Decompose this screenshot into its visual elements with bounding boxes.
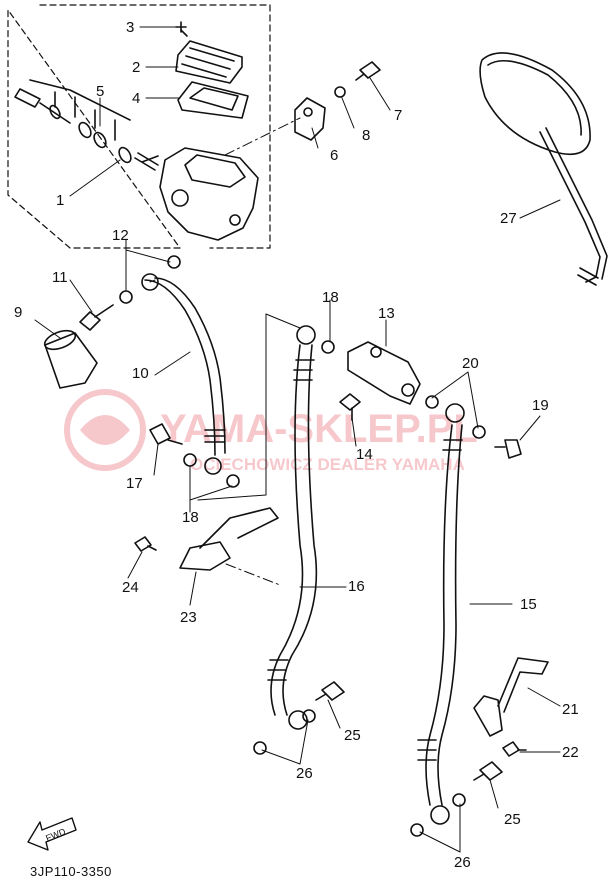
callout-19: 19 <box>532 397 549 414</box>
holder-part-6 <box>294 97 326 141</box>
washer-part-18b <box>226 474 240 488</box>
reservoir-cap-part-2 <box>175 40 243 84</box>
bolt-part-24 <box>134 536 157 552</box>
callout-11: 11 <box>52 269 68 286</box>
washer-part-18c <box>321 340 335 354</box>
washer-part-26d <box>452 793 466 807</box>
diagram-code: 3JP110-3350 <box>30 864 112 879</box>
fwd-label: FWD <box>44 826 67 843</box>
callout-16: 16 <box>348 578 365 595</box>
watermark-subtitle: OCIECHOWICZ DEALER YAMAHA <box>190 455 465 474</box>
clamp-part-23 <box>179 507 279 571</box>
washer-part-20b <box>472 425 486 439</box>
boot-part-9 <box>43 329 98 389</box>
leader-lines <box>34 26 561 853</box>
callout-25-left: 25 <box>344 727 361 744</box>
callout-15: 15 <box>520 596 537 613</box>
callout-3: 3 <box>126 19 135 36</box>
callout-26-right: 26 <box>454 854 471 871</box>
washer-part-26a <box>253 741 267 755</box>
callout-8: 8 <box>362 127 371 144</box>
bracket-part-21 <box>473 657 549 737</box>
callout-5: 5 <box>96 83 105 100</box>
callout-18-top: 18 <box>322 289 339 306</box>
callout-12: 12 <box>112 227 129 244</box>
washer-part-26c <box>410 823 424 837</box>
union-bolt-part-19 <box>494 439 522 459</box>
callout-2: 2 <box>132 59 141 76</box>
union-bolt-part-25b <box>473 761 503 781</box>
callout-17: 17 <box>126 475 143 492</box>
brake-hose-part-10 <box>141 273 226 475</box>
callout-1: 1 <box>56 192 65 209</box>
callout-18-bottom: 18 <box>182 509 199 526</box>
washer-part-12b <box>119 290 133 304</box>
callout-10: 10 <box>132 365 149 382</box>
washer-part-12a <box>167 255 181 269</box>
brake-hose-part-16 <box>267 325 318 730</box>
fwd-arrow-icon: FWD <box>27 817 77 851</box>
callout-24: 24 <box>122 579 139 596</box>
callout-26-left: 26 <box>296 765 313 782</box>
bolt-part-7 <box>355 61 381 81</box>
watermark: YAMA-SKLEP.PL OCIECHOWICZ DEALER YAMAHA <box>64 389 478 474</box>
washer-part-26b <box>302 709 316 723</box>
piston-kit-part-5 <box>14 79 159 171</box>
brake-hose-part-15 <box>417 403 465 825</box>
union-bolt-part-25a <box>315 681 345 701</box>
bolt-part-22 <box>502 741 527 757</box>
callout-13: 13 <box>378 305 395 322</box>
callout-7: 7 <box>394 107 403 124</box>
washer-part-8 <box>334 86 346 98</box>
callout-23: 23 <box>180 609 197 626</box>
diaphragm-part-4 <box>177 81 249 119</box>
callout-21: 21 <box>562 701 579 718</box>
callout-9: 9 <box>14 304 23 321</box>
joint-part-13 <box>347 341 421 405</box>
screw-part-3 <box>175 21 188 37</box>
watermark-title: YAMA-SKLEP.PL <box>160 407 478 451</box>
bolt-part-11 <box>79 304 114 331</box>
alignment-lines <box>149 117 301 586</box>
assembly-group-box <box>7 4 271 249</box>
callout-25-right: 25 <box>504 811 521 828</box>
callout-6: 6 <box>330 147 339 164</box>
union-bolt-part-17 <box>149 423 183 445</box>
mirror-part-27 <box>479 52 608 286</box>
callout-20: 20 <box>462 355 479 372</box>
callout-14: 14 <box>356 446 373 463</box>
washer-part-20a <box>425 395 439 409</box>
callout-22: 22 <box>562 744 579 761</box>
master-cylinder-body <box>159 147 259 241</box>
callout-27: 27 <box>500 210 517 227</box>
callout-4: 4 <box>132 90 141 107</box>
